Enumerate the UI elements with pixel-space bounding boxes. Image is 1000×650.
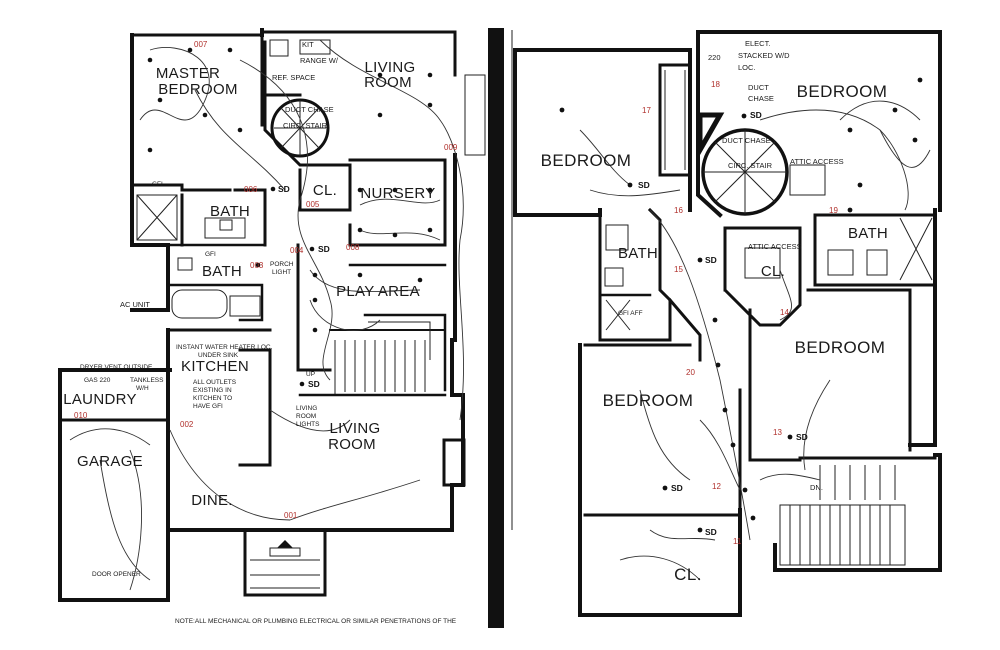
bath-upper-label: BATH [210, 203, 250, 220]
living-room-top-label: LIVING [365, 59, 416, 76]
smoke-detector-label: SD [705, 255, 717, 265]
water-heater-note: INSTANT WATER HEATER LOC. [176, 344, 273, 351]
circuit-number: 001 [284, 511, 298, 520]
kit-note: KIT [302, 40, 314, 49]
elect-note: ELECT. [745, 39, 770, 48]
circuit-number: 002 [180, 420, 194, 429]
circuit-number: 14 [780, 308, 789, 317]
living-room-top-label-2: ROOM [364, 74, 412, 91]
left-light-fixtures [147, 47, 433, 387]
ref-space-note: REF. SPACE [272, 73, 315, 82]
circuit-number: 007 [194, 40, 208, 49]
stacked-wd-note: STACKED W/D [738, 51, 790, 60]
gas-220-note: GAS 220 [84, 377, 111, 384]
living-room-main-label-2: ROOM [328, 436, 376, 453]
living-room-lights-note: LIVING [296, 405, 317, 412]
circuit-number: 13 [773, 428, 782, 437]
up-note: UP [306, 371, 315, 378]
circuit-number: 005 [306, 200, 320, 209]
circuit-number: 006 [244, 185, 258, 194]
circ-stair-right-note: CIRC. STAIR [728, 161, 773, 170]
outlets-note-4: HAVE GFI [193, 403, 223, 410]
duct-chase-left-note: DUCT CHASE [285, 105, 334, 114]
left-floor-plan [58, 28, 486, 602]
kitchen-label: KITCHEN [181, 358, 249, 375]
attic-access-note: ATTIC ACCESS [790, 157, 844, 166]
circuit-number: 16 [674, 206, 683, 215]
outlets-note-2: EXISTING IN [193, 387, 232, 394]
bedroom-sw-label: BEDROOM [603, 391, 694, 410]
smoke-detector-label: SD [671, 483, 683, 493]
plan-footnote: NOTE:ALL MECHANICAL OR PLUMBING ELECTRIC… [175, 618, 457, 625]
circuit-number: 008 [346, 243, 360, 252]
circuit-number: 11 [733, 537, 742, 546]
smoke-detector-label: SD [796, 432, 808, 442]
bedroom-e-label: BEDROOM [795, 338, 886, 357]
smoke-detector-label: SD [318, 244, 330, 254]
smoke-detector-label: SD [308, 379, 320, 389]
outlets-note-3: KITCHEN TO [193, 395, 232, 402]
smoke-detector-label: SD [705, 527, 717, 537]
duct-chase-note-3: DUCT CHASE [722, 136, 771, 145]
circuit-number: 12 [712, 482, 721, 491]
tankless-note-2: W/H [136, 385, 149, 392]
circuit-number: 15 [674, 265, 683, 274]
smoke-detector-label: SD [278, 184, 290, 194]
bath-w-label: BATH [618, 245, 658, 262]
right-floor-plan [513, 30, 942, 617]
gfi-note-left: GFI [152, 181, 163, 188]
circuit-number: 010 [74, 411, 88, 420]
stair-treads-left [344, 321, 431, 392]
dn-note: DN. [810, 483, 823, 492]
smoke-detector-label: SD [638, 180, 650, 190]
v220-note: 220 [708, 53, 721, 62]
duct-chase-note-2: CHASE [748, 94, 774, 103]
right-light-fixtures [559, 77, 923, 533]
circuit-number: 20 [686, 368, 695, 377]
stair-treads-right [789, 465, 896, 565]
laundry-label: LAUNDRY [63, 391, 137, 408]
circuit-number: 19 [829, 206, 838, 215]
loc-note: LOC. [738, 63, 756, 72]
circuit-number: 003 [250, 261, 264, 270]
range-note: RANGE W/ [300, 56, 339, 65]
duct-chase-note: DUCT [748, 83, 769, 92]
dryer-vent-note: DRYER VENT OUTSIDE [80, 364, 153, 371]
bedroom-ne-label: BEDROOM [797, 82, 888, 101]
gfi-aff-note: GFI AFF [618, 310, 643, 317]
nursery-label: NURSERY [360, 185, 435, 202]
closet-s-label: CL. [674, 565, 702, 584]
closet-left-label: CL. [313, 182, 337, 199]
dine-label: DINE. [191, 492, 233, 509]
master-bedroom-label-2: BEDROOM [158, 81, 238, 98]
bedroom-nw-label: BEDROOM [541, 151, 632, 170]
gfi-note-left-2: GFI [205, 251, 216, 258]
door-opener-note: DOOR OPENER [92, 571, 141, 578]
smoke-detector-label: SD [750, 110, 762, 120]
circuit-number: 004 [290, 246, 304, 255]
living-room-lights-note-3: LIGHTS [296, 421, 320, 428]
plan-divider [488, 28, 504, 628]
circuit-number: 17 [642, 106, 651, 115]
bath-lower-label: BATH [202, 263, 242, 280]
tankless-note: TANKLESS [130, 377, 164, 384]
closet-mid-label: CL. [761, 263, 785, 280]
circuit-number: 009 [444, 143, 458, 152]
ac-unit-note: AC UNIT [120, 300, 150, 309]
circuit-number: 18 [711, 80, 720, 89]
living-room-main-label: LIVING [330, 420, 381, 437]
porch-light-note-2: LIGHT [272, 269, 291, 276]
water-heater-note-2: UNDER SINK [198, 352, 239, 359]
circ-stair-left-note: CIRC. STAIR [283, 121, 328, 130]
play-area-label: PLAY AREA [336, 283, 420, 300]
living-room-lights-note-2: ROOM [296, 413, 316, 420]
porch-light-note: PORCH [270, 261, 294, 268]
bath-e-label: BATH [848, 225, 888, 242]
outlets-note: ALL OUTLETS [193, 379, 237, 386]
attic-access-note-2: ATTIC ACCESS [748, 242, 802, 251]
master-bedroom-label: MASTER [156, 65, 220, 82]
garage-label: GARAGE [77, 453, 143, 470]
